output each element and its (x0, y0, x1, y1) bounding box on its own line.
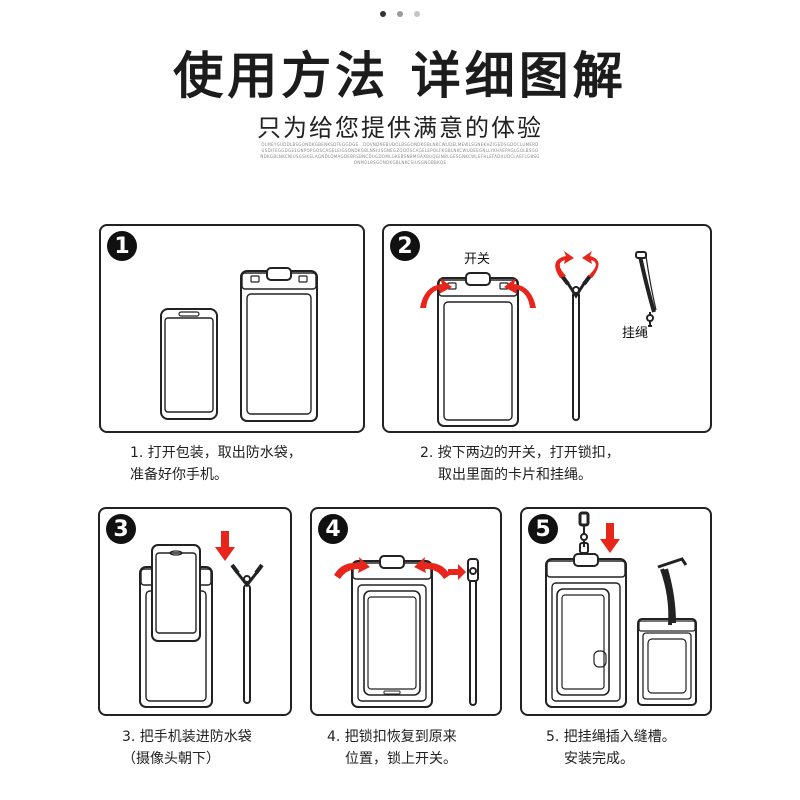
lock-buckle-icon (560, 274, 592, 421)
lock-buckle-icon (230, 563, 264, 704)
step-caption-2: 2. 按下两边的开关，打开锁扣， 取出里面的卡片和挂绳。 (420, 442, 620, 486)
step-panel-4: 4 (310, 507, 502, 716)
page-subtitle: 只为给您提供满意的体验 (257, 114, 543, 142)
waterproof-pouch-icon (351, 555, 433, 708)
step-caption-line: 4. 把锁扣恢复到原来 (327, 729, 457, 745)
lanyard-icon (578, 511, 590, 554)
step-panel-3: 3 (98, 507, 292, 716)
step-caption-line: 3. 把手机装进防水袋 (122, 729, 252, 745)
lock-buckle-icon (467, 558, 479, 706)
waterproof-pouch-icon (545, 553, 627, 708)
step-caption-line: 位置，锁上开关。 (345, 751, 457, 767)
step-number-badge: 3 (106, 514, 136, 544)
step-caption-3: 3. 把手机装进防水袋 （摄像头朝下） (122, 726, 252, 770)
decorative-fine-print: OLMEYGUDDLBSGONDKGBENKSDFEGGDGE...DOVNDN… (260, 142, 540, 165)
page-title: 使用方法 详细图解 (173, 47, 627, 105)
pagination-dot-2[interactable] (397, 11, 403, 17)
step-caption-line: 1. 打开包装，取出防水袋， (130, 445, 302, 461)
close-buckle-illustration (334, 555, 479, 708)
buckle-arrow-left-icon (555, 251, 574, 278)
lanyard-label: 挂绳 (622, 326, 649, 341)
step-caption-line: 取出里面的卡片和挂绳。 (438, 467, 592, 483)
step-caption-line: 5. 把挂绳插入缝槽。 (546, 729, 676, 745)
step-number-badge: 2 (390, 231, 420, 261)
step-caption-5: 5. 把挂绳插入缝槽。 安装完成。 (546, 726, 676, 770)
pagination-dots (0, 11, 800, 17)
open-arrow-right-icon (504, 278, 536, 308)
step-number-badge: 1 (107, 231, 137, 261)
step-panel-1: 1 (99, 224, 365, 433)
step-panel-2: 2 开关 挂绳 (382, 224, 712, 433)
close-arrow-right-icon (414, 557, 450, 579)
step-caption-4: 4. 把锁扣恢复到原来 位置，锁上开关。 (327, 726, 457, 770)
insert-arrow-down-icon (215, 531, 235, 561)
waterproof-pouch-icon (437, 272, 519, 427)
buckle-arrow-right-icon (582, 251, 599, 278)
pagination-dot-3[interactable] (414, 11, 420, 17)
step-caption-line: 安装完成。 (564, 751, 634, 767)
phone-and-pouch-illustration (160, 267, 318, 422)
step-caption-line: 2. 按下两边的开关，打开锁扣， (420, 445, 620, 461)
step-number-badge: 4 (318, 514, 348, 544)
step-caption-line: （摄像头朝下） (122, 751, 220, 767)
close-arrow-left-icon (334, 557, 370, 579)
waterproof-pouch-icon (240, 267, 318, 422)
insert-arrow-down-icon (600, 523, 620, 553)
step-caption-1: 1. 打开包装，取出防水袋， 准备好你手机。 (130, 442, 302, 486)
lock-arrow-right-icon (448, 564, 466, 580)
open-pouch-illustration (420, 251, 657, 427)
smartphone-icon (160, 308, 218, 420)
lanyard-icon (635, 251, 657, 327)
smartphone-icon (151, 544, 201, 642)
insert-phone-illustration (139, 531, 264, 708)
finished-pouch-icon (637, 557, 697, 706)
pagination-dot-1[interactable] (380, 11, 386, 17)
step-number-badge: 5 (528, 514, 558, 544)
step-caption-line: 准备好你手机。 (130, 467, 228, 483)
attach-lanyard-illustration (545, 511, 697, 708)
step-panel-5: 5 (520, 507, 712, 716)
switch-label: 开关 (464, 252, 491, 267)
open-arrow-left-icon (420, 278, 452, 308)
